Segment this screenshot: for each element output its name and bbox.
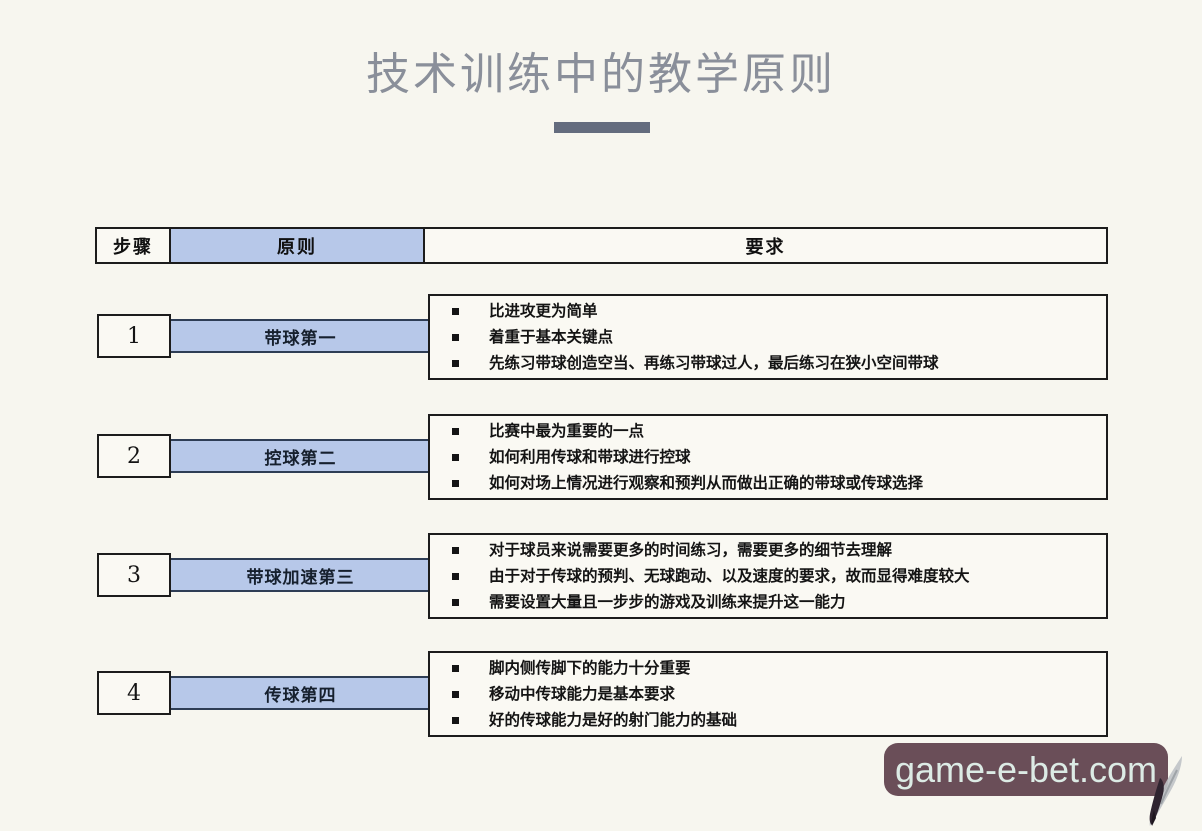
square-bullet-icon	[452, 453, 459, 461]
requirement-text: 先练习带球创造空当、再练习带球过人，最后练习在狭小空间带球	[489, 354, 939, 372]
step-number-box: 2	[97, 434, 171, 478]
square-bullet-icon	[452, 307, 459, 315]
step-number-box: 1	[97, 314, 171, 358]
requirements-box: 比进攻更为简单 着重于基本关键点 先练习带球创造空当、再练习带球过人，最后练习在…	[428, 294, 1108, 380]
square-bullet-icon	[452, 427, 459, 435]
table-header: 步骤 原则 要求	[95, 227, 1108, 264]
requirement-item: 比赛中最为重要的一点	[452, 418, 1096, 444]
requirement-text: 由于对于传球的预判、无球跑动、以及速度的要求，故而显得难度较大	[489, 567, 970, 585]
requirements-box: 对于球员来说需要更多的时间练习，需要更多的细节去理解 由于对于传球的预判、无球跑…	[428, 533, 1108, 619]
requirement-item: 需要设置大量且一步步的游戏及训练来提升这一能力	[452, 589, 1096, 615]
requirements-list: 对于球员来说需要更多的时间练习，需要更多的细节去理解 由于对于传球的预判、无球跑…	[430, 537, 1106, 615]
requirement-item: 脚内侧传脚下的能力十分重要	[452, 655, 1096, 681]
requirements-box: 脚内侧传脚下的能力十分重要 移动中传球能力是基本要求 好的传球能力是好的射门能力…	[428, 651, 1108, 737]
requirement-item: 移动中传球能力是基本要求	[452, 681, 1096, 707]
requirement-text: 如何对场上情况进行观察和预判从而做出正确的带球或传球选择	[489, 474, 924, 492]
requirement-text: 脚内侧传脚下的能力十分重要	[489, 659, 691, 677]
requirement-item: 对于球员来说需要更多的时间练习，需要更多的细节去理解	[452, 537, 1096, 563]
requirements-list: 比赛中最为重要的一点 如何利用传球和带球进行控球 如何对场上情况进行观察和预判从…	[430, 418, 1106, 496]
requirement-item: 由于对于传球的预判、无球跑动、以及速度的要求，故而显得难度较大	[452, 563, 1096, 589]
title-divider	[554, 122, 650, 133]
square-bullet-icon	[452, 546, 459, 554]
step-number-box: 3	[97, 553, 171, 597]
requirements-list: 脚内侧传脚下的能力十分重要 移动中传球能力是基本要求 好的传球能力是好的射门能力…	[430, 655, 1106, 733]
requirement-item: 如何利用传球和带球进行控球	[452, 444, 1096, 470]
requirement-item: 如何对场上情况进行观察和预判从而做出正确的带球或传球选择	[452, 470, 1096, 496]
requirement-text: 如何利用传球和带球进行控球	[489, 448, 691, 466]
requirements-box: 比赛中最为重要的一点 如何利用传球和带球进行控球 如何对场上情况进行观察和预判从…	[428, 414, 1108, 500]
requirement-text: 着重于基本关键点	[489, 328, 614, 346]
feather-quill-icon	[1149, 756, 1182, 826]
square-bullet-icon	[452, 690, 459, 698]
table-row: 1 带球第一 比进攻更为简单 着重于基本关键点 先练习带球创造空当、再练习带球过…	[0, 294, 1202, 380]
requirement-text: 好的传球能力是好的射门能力的基础	[489, 711, 738, 729]
header-cell-step: 步骤	[95, 227, 171, 264]
principle-label: 控球第二	[171, 439, 430, 473]
requirement-text: 比进攻更为简单	[489, 302, 598, 320]
principle-label: 带球加速第三	[171, 558, 430, 592]
square-bullet-icon	[452, 479, 459, 487]
square-bullet-icon	[452, 598, 459, 606]
requirement-text: 移动中传球能力是基本要求	[489, 685, 676, 703]
requirement-text: 需要设置大量且一步步的游戏及训练来提升这一能力	[489, 593, 846, 611]
header-cell-requirement: 要求	[423, 227, 1108, 264]
square-bullet-icon	[452, 572, 459, 580]
requirement-item: 先练习带球创造空当、再练习带球过人，最后练习在狭小空间带球	[452, 350, 1096, 376]
requirement-item: 比进攻更为简单	[452, 298, 1096, 324]
square-bullet-icon	[452, 359, 459, 367]
requirement-item: 着重于基本关键点	[452, 324, 1096, 350]
principle-label: 传球第四	[171, 676, 430, 710]
square-bullet-icon	[452, 333, 459, 341]
requirement-text: 比赛中最为重要的一点	[489, 422, 645, 440]
requirement-text: 对于球员来说需要更多的时间练习，需要更多的细节去理解	[489, 541, 893, 559]
square-bullet-icon	[452, 716, 459, 724]
page-title: 技术训练中的教学原则	[366, 49, 836, 100]
requirements-list: 比进攻更为简单 着重于基本关键点 先练习带球创造空当、再练习带球过人，最后练习在…	[430, 298, 1106, 376]
step-number-box: 4	[97, 671, 171, 715]
requirement-item: 好的传球能力是好的射门能力的基础	[452, 707, 1096, 733]
principle-label: 带球第一	[171, 319, 430, 353]
header-cell-principle: 原则	[169, 227, 425, 264]
watermark-badge: game-e-bet.com	[884, 743, 1168, 796]
table-row: 2 控球第二 比赛中最为重要的一点 如何利用传球和带球进行控球 如何对场上情况进…	[0, 414, 1202, 500]
table-row: 3 带球加速第三 对于球员来说需要更多的时间练习，需要更多的细节去理解 由于对于…	[0, 533, 1202, 619]
square-bullet-icon	[452, 664, 459, 672]
table-row: 4 传球第四 脚内侧传脚下的能力十分重要 移动中传球能力是基本要求 好的传球能力…	[0, 651, 1202, 737]
